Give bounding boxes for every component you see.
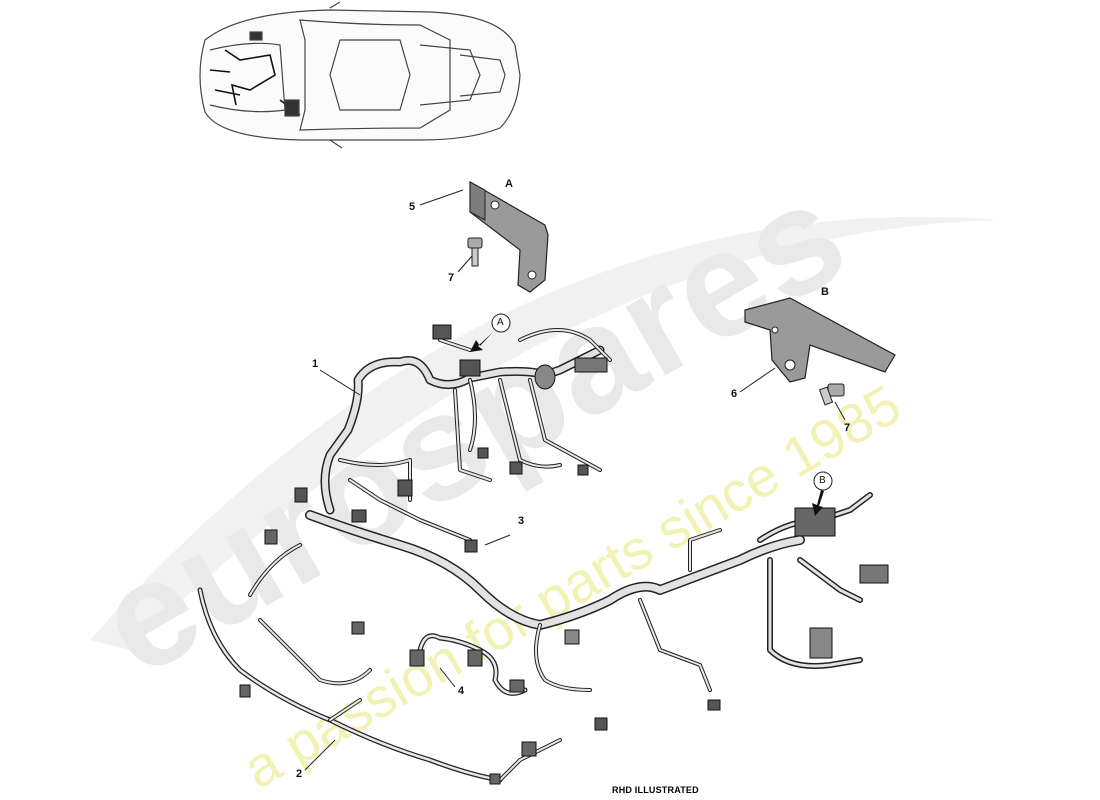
harness-4-part [409,633,528,696]
part-3-label: 3 [518,515,525,527]
circle-a-label: A [497,317,504,328]
main-harness-part [305,328,873,692]
bolt-part-a [467,237,483,267]
part-4-label: 4 [458,685,465,697]
part-7-label-b: 7 [844,422,851,434]
car-locator-image [199,1,521,149]
detail-a-label: A [505,178,513,190]
detail-arrow-a [470,313,511,352]
bracket-b-part [744,297,896,383]
rhd-illustrated-note: RHD ILLUSTRATED [612,785,699,795]
lower-harness-part [197,529,562,785]
circle-b-label: B [819,475,826,486]
leader-lines [304,189,846,771]
part-5-label: 5 [409,201,416,213]
part-6-label: 6 [731,388,738,400]
harness-connectors [294,324,889,731]
detail-b-label: B [821,286,829,298]
detail-arrow-b [812,471,833,516]
part-7-label-a: 7 [448,272,455,284]
bolt-part-b [818,383,845,406]
bracket-a-part [469,180,549,293]
part-1-label: 1 [312,358,319,370]
part-2-label: 2 [296,768,303,780]
